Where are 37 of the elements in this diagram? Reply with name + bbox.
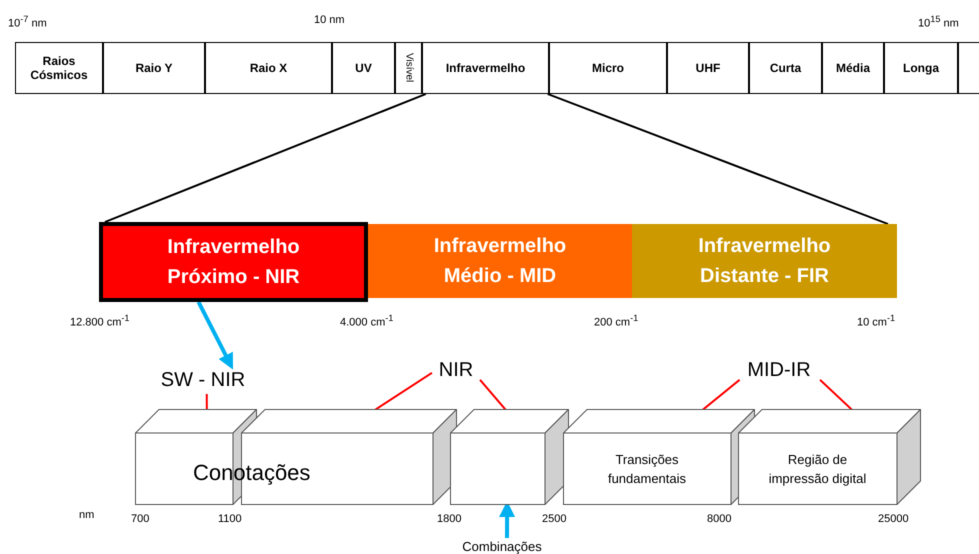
region-label: SW - NIR bbox=[156, 366, 250, 394]
unit-label: nm bbox=[79, 509, 94, 521]
spectrum-cell: Raios Cósmicos bbox=[15, 42, 103, 94]
region-block bbox=[450, 409, 569, 505]
spectrum-cell: Infravermelho bbox=[422, 42, 549, 94]
spectrum-cell: Raio X bbox=[205, 42, 332, 94]
wavelength-label: 700 bbox=[131, 513, 150, 525]
region-label: MID-IR bbox=[738, 356, 820, 384]
spectrum-cell: Longa bbox=[884, 42, 958, 94]
leader-line bbox=[104, 93, 426, 223]
wavenumber-label: 12.800 cm$^{-1}$ bbox=[70, 313, 130, 329]
axis-caption: Combinações bbox=[452, 538, 552, 554]
wavelength-label: 8000 bbox=[707, 513, 732, 525]
spectrum-cell bbox=[958, 42, 979, 94]
wavelength-label: 1800 bbox=[437, 513, 462, 525]
region-label: NIR bbox=[432, 356, 480, 384]
scale-label: 10 nm bbox=[314, 14, 345, 26]
arrow bbox=[196, 301, 234, 370]
mid-band: Infravermelho Médio - MID bbox=[368, 224, 632, 298]
spectrum-cell: Visível bbox=[395, 42, 422, 94]
spectrum-cell: Micro bbox=[549, 42, 667, 94]
spectrum-cell: UV bbox=[332, 42, 395, 94]
wavenumber-label: 4.000 cm$^{-1}$ bbox=[340, 313, 394, 329]
wavelength-label: 25000 bbox=[878, 513, 909, 525]
spectrum-cell: Média bbox=[822, 42, 884, 94]
spectrum-cell: UHF bbox=[667, 42, 749, 94]
leader-line bbox=[547, 93, 888, 225]
scale-label: 10$^{15}$ nm bbox=[918, 14, 959, 30]
fir-band: Infravermelho Distante - FIR bbox=[632, 224, 897, 298]
scale-label: 10$^{-7}$ nm bbox=[8, 14, 47, 30]
nir-band: Infravermelho Próximo - NIR bbox=[99, 222, 368, 302]
wavelength-label: 1100 bbox=[218, 513, 242, 525]
wavenumber-label: 200 cm$^{-1}$ bbox=[594, 313, 638, 329]
wavenumber-label: 10 cm$^{-1}$ bbox=[857, 313, 896, 329]
spectrum-cell: Raio Y bbox=[103, 42, 205, 94]
wavelength-label: 2500 bbox=[542, 513, 566, 525]
spectrum-cell: Curta bbox=[749, 42, 822, 94]
